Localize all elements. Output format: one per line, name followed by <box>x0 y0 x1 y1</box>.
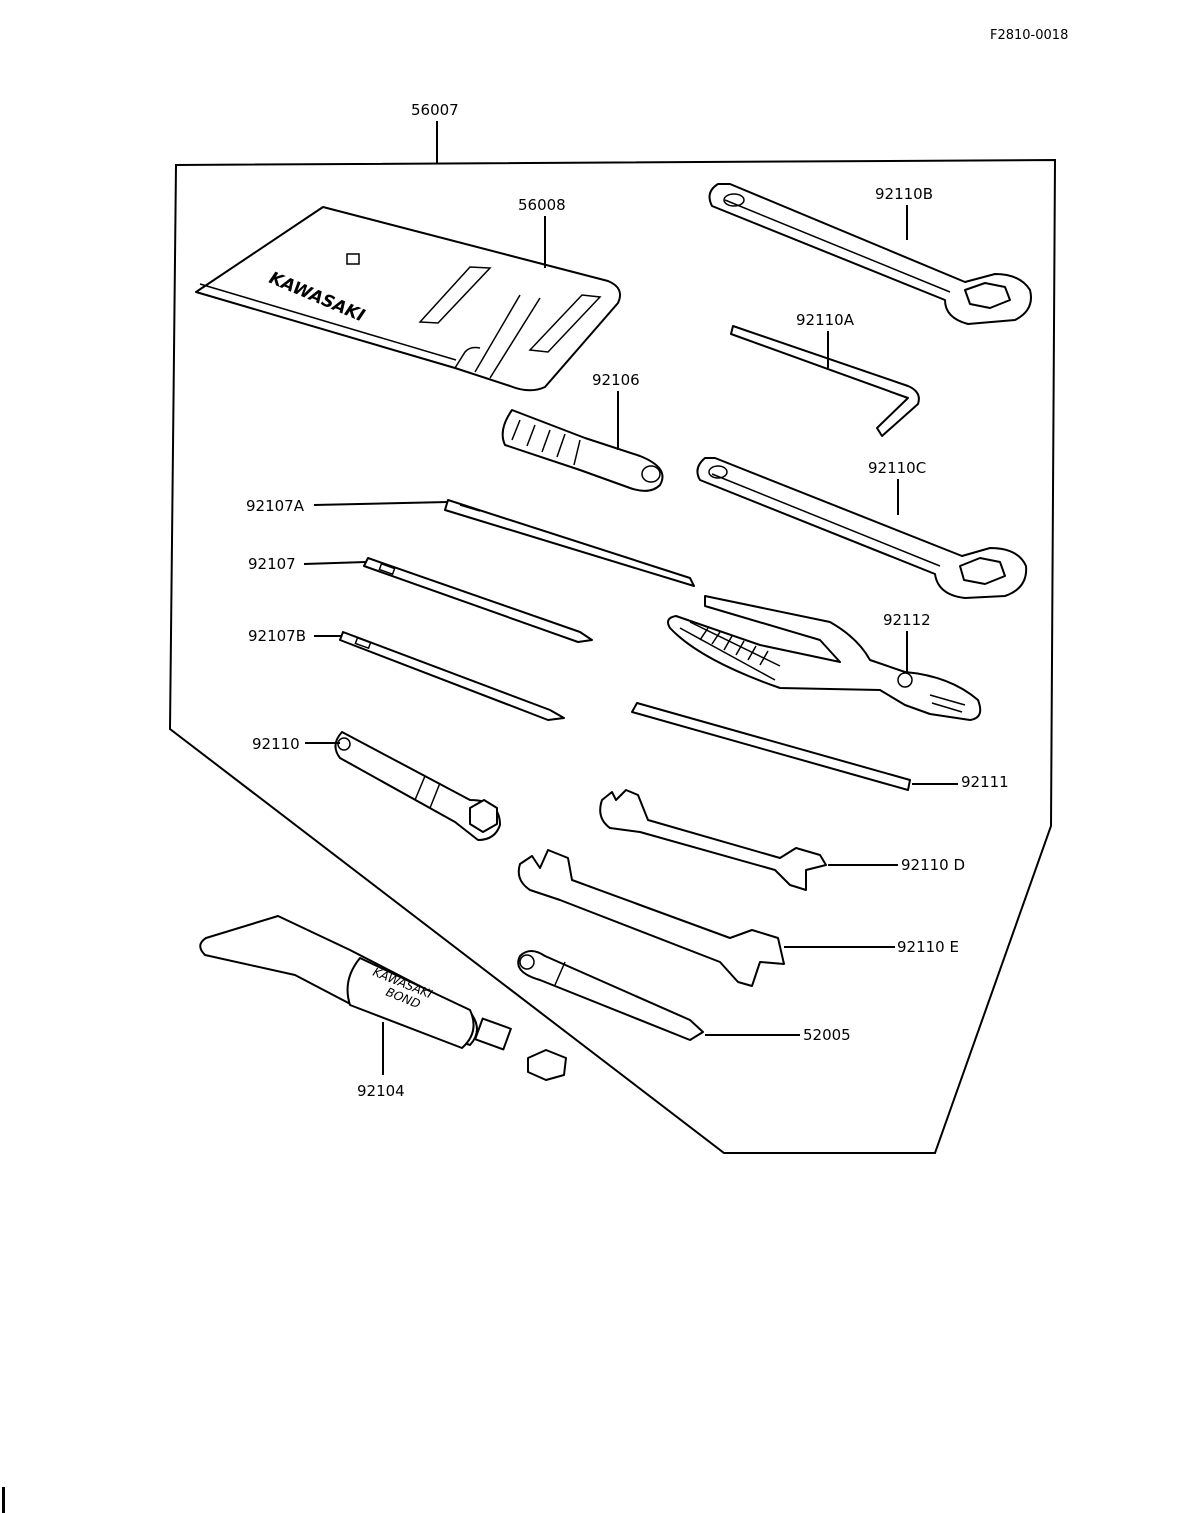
label-56008: 56008 <box>518 196 566 214</box>
tommy-bar-92111 <box>631 702 911 791</box>
label-92104: 92104 <box>357 1082 405 1100</box>
tool-pouch-56008: KAWASAKI <box>195 206 621 392</box>
label-92107: 92107 <box>248 555 296 573</box>
leader-92107a <box>313 501 449 506</box>
label-56007: 56007 <box>411 101 459 119</box>
kit-outline <box>168 158 1057 1154</box>
label-52005: 52005 <box>803 1026 851 1044</box>
label-92107a: 92107A <box>246 497 305 515</box>
ring-wrench-92110c <box>696 457 1028 599</box>
label-92111: 92111 <box>961 773 1009 791</box>
spark-plug-tool-52005 <box>517 950 704 1041</box>
label-92110e: 92110 E <box>897 938 959 956</box>
screwdriver-92107b <box>339 631 565 721</box>
hex-key-92110a <box>730 325 920 437</box>
label-92112: 92112 <box>883 611 931 629</box>
page-edge-mark <box>2 1487 5 1513</box>
screwdriver-92107 <box>363 557 593 643</box>
label-92110: 92110 <box>252 735 300 753</box>
label-92110a: 92110A <box>796 311 855 329</box>
open-end-wrench-92110e <box>517 849 785 987</box>
socket-wrench-92110 <box>334 731 501 841</box>
open-end-wrench-92110d <box>599 789 827 891</box>
pliers-92112 <box>667 595 982 721</box>
label-92110d: 92110 D <box>901 856 965 874</box>
label-92110c: 92110C <box>868 459 926 477</box>
label-92107b: 92107B <box>248 627 306 645</box>
screwdriver-92107a <box>444 499 695 587</box>
leader-92107 <box>303 561 367 565</box>
label-92110b: 92110B <box>875 185 933 203</box>
ring-wrench-92110b <box>708 183 1032 325</box>
label-92106: 92106 <box>592 371 640 389</box>
drawing-code: F2810-0018 <box>990 28 1068 43</box>
handle-92106 <box>501 409 664 492</box>
